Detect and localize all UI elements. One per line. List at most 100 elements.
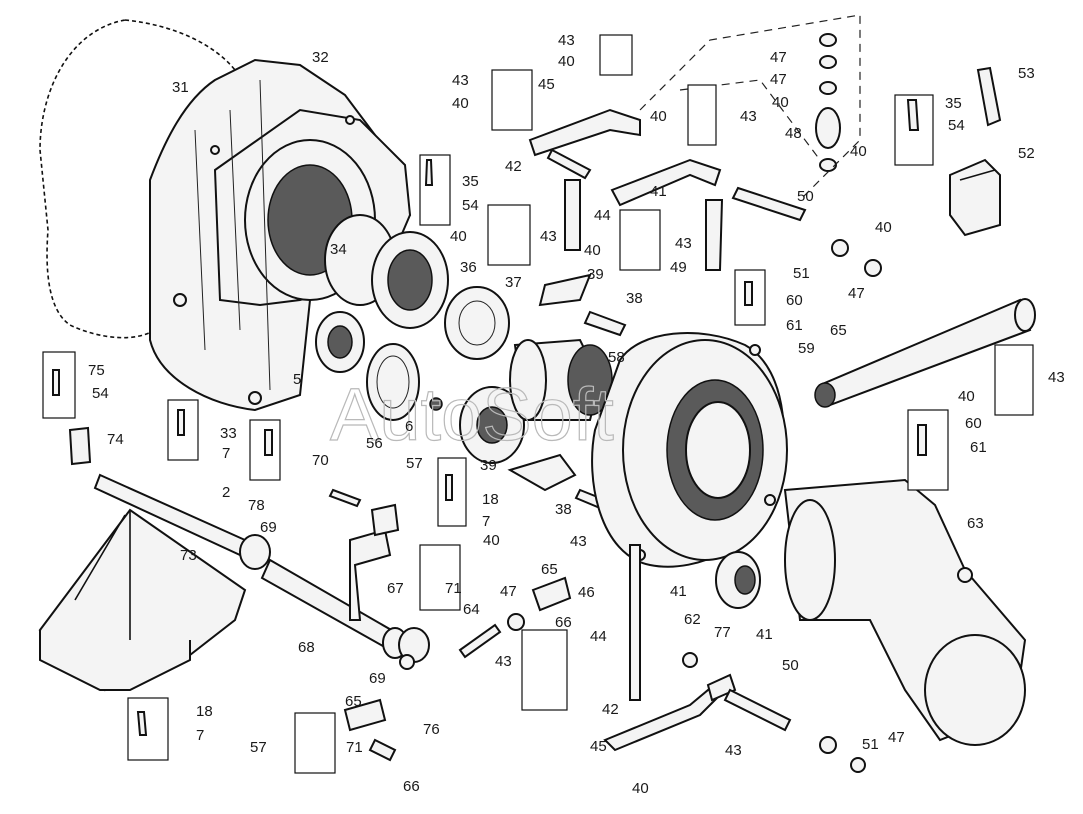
callout-54: 54: [92, 385, 109, 402]
lever-lower-right: [706, 673, 737, 702]
callout-40: 40: [483, 532, 500, 549]
callout-42: 42: [602, 701, 619, 718]
detail-box-43-40-top: [599, 34, 633, 76]
shaft-50-upper: [731, 186, 807, 222]
callout-39: 39: [480, 457, 497, 474]
callout-40: 40: [632, 780, 649, 797]
callout-53: 53: [1018, 65, 1035, 82]
callout-40: 40: [772, 94, 789, 111]
watermark-text: AutoSoft: [330, 373, 614, 456]
callout-60: 60: [786, 292, 803, 309]
callout-18: 18: [196, 703, 213, 720]
callout-47: 47: [500, 583, 517, 600]
callout-34: 34: [330, 241, 347, 258]
callout-78: 78: [248, 497, 265, 514]
washer-40-stack-a: [819, 33, 837, 47]
callout-45: 45: [538, 76, 555, 93]
nut-47-a: [507, 613, 525, 631]
callout-68: 68: [298, 639, 315, 656]
pin-38: [583, 310, 627, 337]
arm-lower: [603, 678, 727, 752]
assembly-dash-2: [679, 79, 821, 161]
callout-38: 38: [626, 290, 643, 307]
nut-76: [399, 654, 415, 670]
callout-62: 62: [684, 611, 701, 628]
callout-35: 35: [462, 173, 479, 190]
callout-40: 40: [450, 228, 467, 245]
callout-43: 43: [675, 235, 692, 252]
spring-48: [815, 107, 841, 149]
shoe-39-top: [538, 273, 592, 307]
callout-61: 61: [786, 317, 803, 334]
callout-38: 38: [555, 501, 572, 518]
bracket-73: [38, 508, 247, 692]
callout-71: 71: [346, 739, 363, 756]
callout-33: 33: [220, 425, 237, 442]
detail-box-43-40-far: [994, 344, 1034, 416]
shaft-65: [814, 298, 1036, 408]
callout-56: 56: [366, 435, 383, 452]
callout-67: 67: [387, 580, 404, 597]
callout-47: 47: [770, 49, 787, 66]
callout-47: 47: [888, 729, 905, 746]
detail-box-57-71: [294, 712, 336, 774]
detail-box-40-43-right: [619, 209, 661, 271]
lever-41-lower: [629, 544, 641, 701]
callout-2: 2: [222, 484, 230, 501]
callout-75: 75: [88, 362, 105, 379]
washer-40-stack-d: [819, 158, 837, 172]
nut-77: [682, 652, 698, 668]
callout-41: 41: [650, 183, 667, 200]
bolt-53: [976, 66, 1002, 127]
callout-74: 74: [107, 431, 124, 448]
pin-42-upper: [546, 148, 592, 180]
callout-43: 43: [570, 533, 587, 550]
housing-32: [149, 58, 412, 412]
callout-50: 50: [782, 657, 799, 674]
callout-40: 40: [558, 53, 575, 70]
part-56: [429, 397, 443, 411]
callout-57: 57: [406, 455, 423, 472]
washer-40-stack-b: [819, 55, 837, 69]
callout-70: 70: [312, 452, 329, 469]
rod-44: [564, 179, 581, 251]
detail-box-40-43-mid: [487, 204, 531, 266]
callout-7: 7: [482, 513, 490, 530]
callout-65: 65: [541, 561, 558, 578]
shaft-68: [260, 558, 402, 652]
callout-43: 43: [540, 228, 557, 245]
washer-37: [444, 286, 510, 360]
link-49: [705, 199, 724, 271]
callout-48: 48: [785, 125, 802, 142]
callout-44: 44: [590, 628, 607, 645]
callout-66: 66: [555, 614, 572, 631]
callout-6: 6: [405, 418, 413, 435]
callout-59: 59: [798, 340, 815, 357]
callout-52: 52: [1018, 145, 1035, 162]
bracket-67: [349, 528, 392, 621]
housing-59: [591, 332, 788, 568]
callout-54: 54: [462, 197, 479, 214]
callout-40: 40: [650, 108, 667, 125]
callout-37: 37: [505, 274, 522, 291]
callout-69: 69: [369, 670, 386, 687]
callout-43: 43: [452, 72, 469, 89]
callout-77: 77: [714, 624, 731, 641]
callout-41: 41: [756, 626, 773, 643]
gear-58: [509, 338, 613, 421]
callout-31: 31: [172, 79, 189, 96]
callout-5: 5: [293, 371, 301, 388]
callout-40: 40: [958, 388, 975, 405]
callout-73: 73: [180, 547, 197, 564]
gasket-6: [366, 343, 420, 421]
callout-40: 40: [850, 143, 867, 160]
callout-66: 66: [403, 778, 420, 795]
detail-box-67-71: [419, 544, 461, 611]
callout-60: 60: [965, 415, 982, 432]
elbow-63: [783, 478, 1027, 746]
callout-42: 42: [505, 158, 522, 175]
callout-45: 45: [590, 738, 607, 755]
